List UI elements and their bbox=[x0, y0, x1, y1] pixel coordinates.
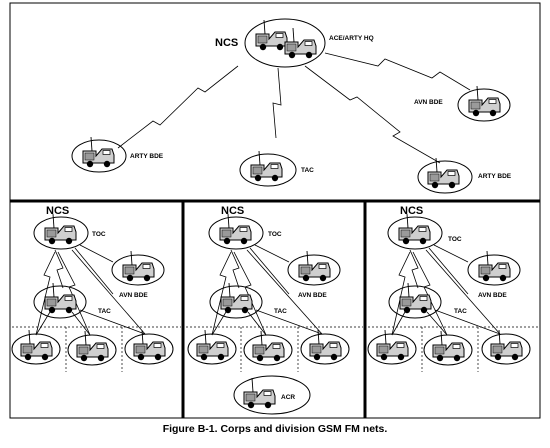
subordinate-vehicle-3 bbox=[133, 329, 166, 361]
subordinate-vehicle-2 bbox=[76, 330, 109, 362]
arty-bde-right-ellipse bbox=[417, 160, 473, 194]
tac-ellipse bbox=[33, 285, 87, 319]
ncs-toc-ellipse bbox=[387, 216, 443, 250]
subordinate-ellipse-3 bbox=[481, 333, 531, 365]
tac-label: TAC bbox=[98, 308, 111, 315]
subordinate-ellipse-2 bbox=[67, 334, 117, 366]
ncs-vehicle-1 bbox=[255, 19, 288, 51]
hq-label: ACE/ARTY HQ bbox=[329, 35, 374, 42]
toc-label: TOC bbox=[268, 231, 282, 238]
radio-links bbox=[211, 244, 323, 336]
subordinate-ellipse-3 bbox=[300, 333, 350, 365]
subordinate-vehicle-3 bbox=[490, 329, 523, 361]
tac-label: TAC bbox=[274, 308, 287, 315]
avn-bde-ellipse bbox=[287, 254, 341, 286]
subordinate-ellipse-3 bbox=[124, 333, 174, 365]
radio-links bbox=[117, 52, 471, 164]
subordinate-vehicle-3 bbox=[309, 329, 342, 361]
link-to-avn-bde bbox=[324, 52, 471, 91]
arty-bde-left-label: ARTY BDE bbox=[130, 153, 164, 160]
avn-bde-vehicle bbox=[478, 250, 511, 282]
toc-label: TOC bbox=[92, 231, 106, 238]
subordinate-ellipse-1 bbox=[11, 333, 61, 365]
avn-bde-ellipse bbox=[111, 254, 165, 286]
division-net-1: NCS TOC AVN BDE TAC bbox=[11, 205, 181, 372]
acr-label: ACR bbox=[281, 394, 295, 401]
ncs-label: NCS bbox=[400, 205, 423, 217]
avn-bde-vehicle bbox=[122, 250, 155, 282]
arty-bde-left-ellipse bbox=[71, 139, 127, 173]
acr-vehicle bbox=[243, 377, 276, 409]
subordinate-ellipse-2 bbox=[423, 334, 473, 366]
link-to-arty-bde-right bbox=[304, 65, 441, 164]
arty-bde-right-label: ARTY BDE bbox=[478, 173, 512, 180]
avn-bde-ellipse bbox=[467, 254, 521, 286]
avn-bde-label: AVN BDE bbox=[414, 99, 443, 106]
division-net-3: NCS TOC AVN BDE TAC bbox=[367, 205, 538, 372]
tac-ellipse bbox=[388, 285, 442, 319]
corps-net: NCS ACE/ARTY HQ ARTY BDE TAC ARTY BDE AV… bbox=[71, 18, 512, 194]
avn-bde-vehicle bbox=[298, 250, 331, 282]
ncs-vehicle-2 bbox=[284, 27, 317, 59]
avn-bde-label: AVN BDE bbox=[478, 292, 507, 299]
link-to-tac bbox=[272, 67, 282, 139]
ncs-toc-ellipse bbox=[208, 216, 264, 250]
avn-bde-ellipse bbox=[457, 88, 511, 122]
subordinate-vehicle-2 bbox=[432, 330, 465, 362]
avn-bde-label: AVN BDE bbox=[298, 292, 327, 299]
subordinate-ellipse-2 bbox=[243, 334, 293, 366]
tac-ellipse bbox=[209, 285, 263, 319]
figure-caption: Figure B-1. Corps and division GSM FM ne… bbox=[162, 423, 388, 435]
link-to-arty-bde-left bbox=[117, 65, 239, 149]
ncs-label: NCS bbox=[46, 205, 69, 217]
radio-links bbox=[391, 244, 501, 336]
ncs-toc-ellipse bbox=[33, 216, 89, 250]
tac-label: TAC bbox=[454, 308, 467, 315]
tac-label: TAC bbox=[301, 167, 314, 174]
subordinate-ellipse-1 bbox=[367, 333, 417, 365]
ncs-label: NCS bbox=[221, 205, 244, 217]
subordinate-ellipse-1 bbox=[187, 333, 237, 365]
avn-bde-label: AVN BDE bbox=[119, 292, 148, 299]
ncs-label: NCS bbox=[215, 37, 238, 49]
ncs-node-ellipse bbox=[244, 18, 326, 68]
acr-ellipse bbox=[233, 375, 311, 415]
division-net-2: NCS TOC AVN BDE TAC ACR bbox=[186, 205, 363, 415]
radio-links bbox=[35, 244, 146, 336]
toc-label: TOC bbox=[448, 236, 462, 243]
subordinate-vehicle-2 bbox=[252, 330, 285, 362]
frame bbox=[9, 2, 541, 419]
tac-ellipse bbox=[239, 153, 297, 187]
